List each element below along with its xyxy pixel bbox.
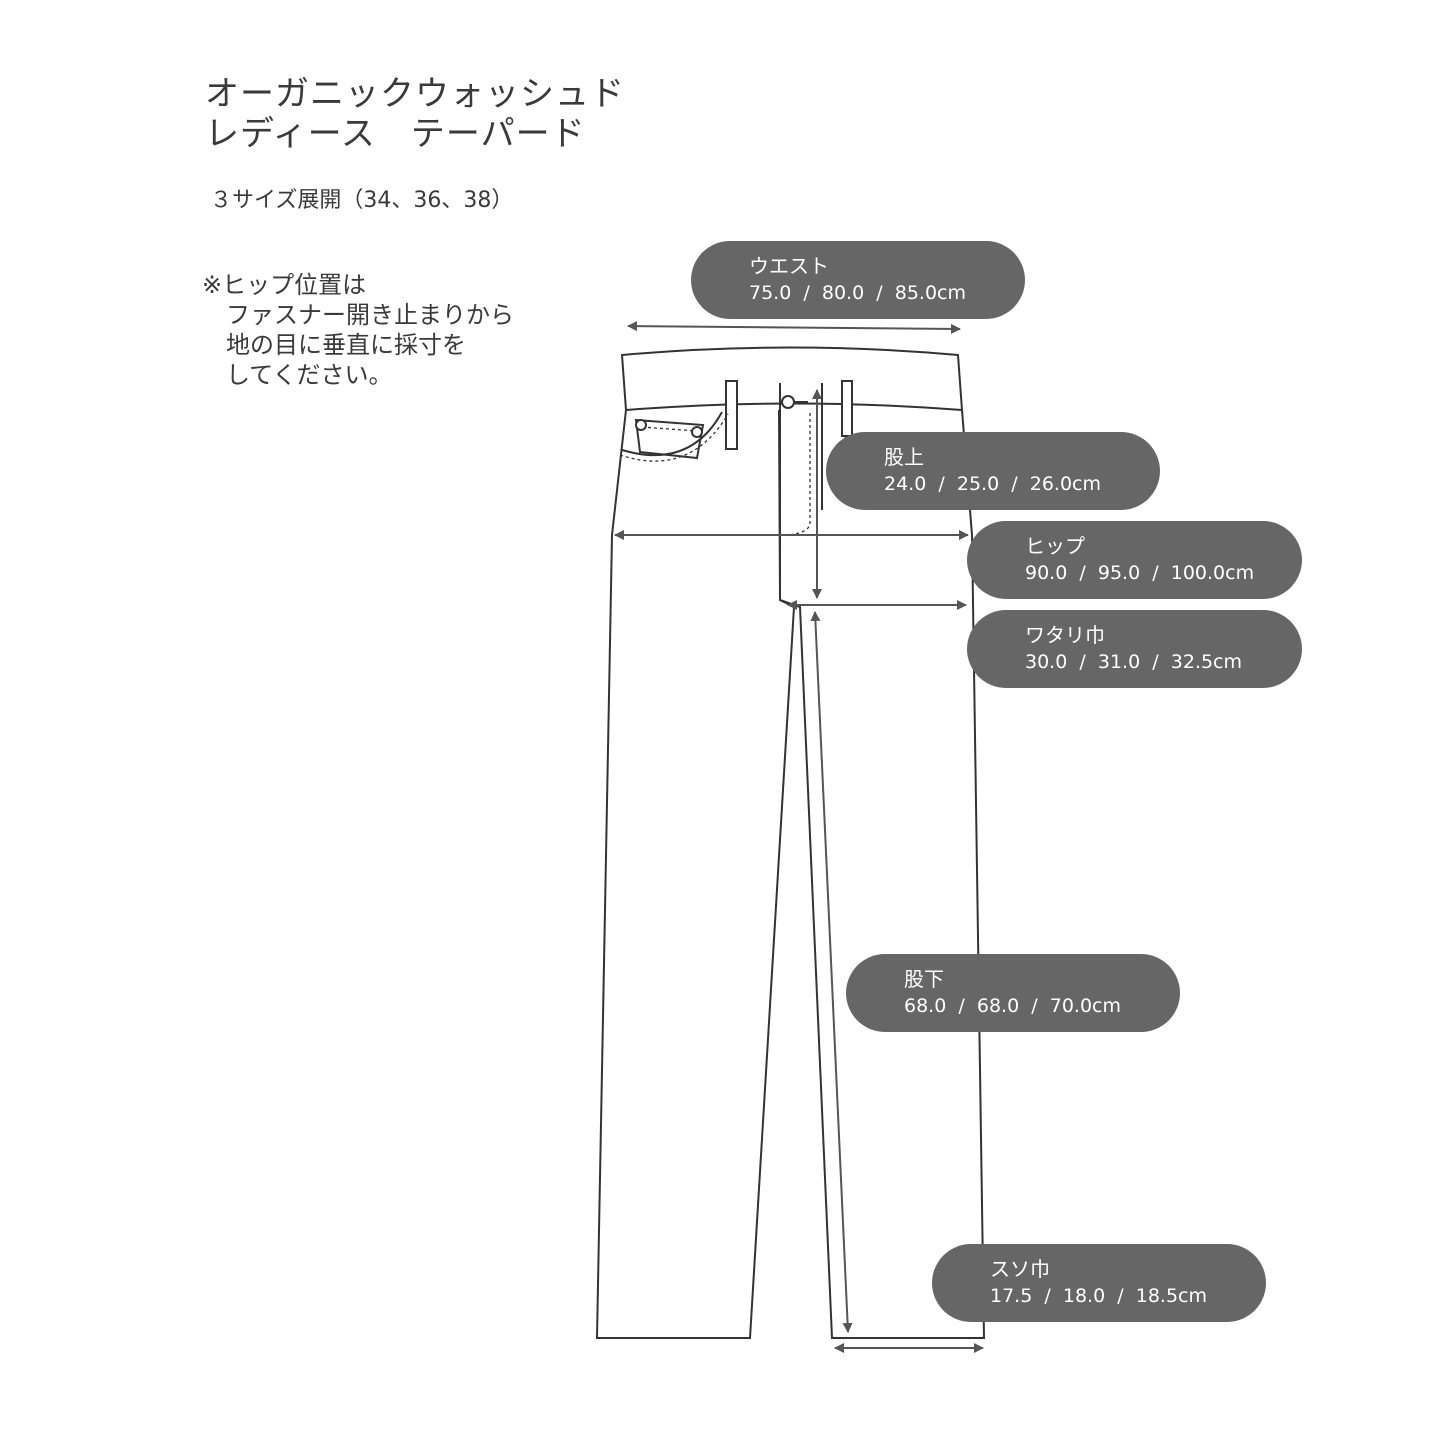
note-line-2: ファスナー開き止まりから [202,301,514,329]
thigh-values: 30.0 / 31.0 / 32.5cm [1025,651,1242,673]
waist-arrow [627,321,961,334]
thigh-label: ワタリ巾 [1025,623,1105,647]
waist-label: ウエスト [749,254,829,278]
left-leg [595,409,796,1339]
hip-label: ヒップ [1025,534,1085,558]
fly-stitch [781,413,811,536]
button [781,395,795,409]
inseam-pill: 股下 68.0 / 68.0 / 70.0cm [846,954,1180,1032]
size-range: ３サイズ展開（34、36、38） [210,188,514,213]
product-title: オーガニックウォッシュド レディース テーパード [205,74,625,154]
measurement-arrows [614,321,984,1353]
belt-loop-right [841,380,853,437]
right-leg [779,409,986,1339]
title-line-2: レディース テーパード [205,114,586,154]
hem-pill: スソ巾 17.5 / 18.0 / 18.5cm [932,1244,1266,1322]
note-line-3: 地の目に垂直に採寸を [202,331,466,359]
hem-label: スソ巾 [990,1257,1050,1281]
title-line-1: オーガニックウォッシュド [205,74,625,114]
front-pocket-left [621,411,723,457]
waist-values: 75.0 / 80.0 / 85.0cm [749,282,966,304]
note-line-1: ※ヒップ位置は [202,271,367,299]
coin-pocket [634,418,705,460]
pants-outline [595,346,986,1339]
inseam-label: 股下 [904,967,944,991]
belt-loop-left [725,380,738,450]
thigh-pill: ワタリ巾 30.0 / 31.0 / 32.5cm [967,610,1302,688]
inseam-values: 68.0 / 68.0 / 70.0cm [904,995,1121,1017]
hem-values: 17.5 / 18.0 / 18.5cm [990,1285,1207,1307]
note-line-4: してください。 [202,361,393,389]
hip-measurement-note: ※ヒップ位置は ファスナー開き止まりから 地の目に垂直に採寸を してください。 [202,270,514,390]
rise-pill: 股上 24.0 / 25.0 / 26.0cm [826,432,1160,510]
inseam-arrow [810,611,853,1333]
hip-pill: ヒップ 90.0 / 95.0 / 100.0cm [967,521,1302,599]
rise-label: 股上 [884,445,924,469]
rise-values: 24.0 / 25.0 / 26.0cm [884,473,1101,495]
waist-pill: ウエスト 75.0 / 80.0 / 85.0cm [691,241,1025,319]
hip-values: 90.0 / 95.0 / 100.0cm [1025,562,1255,584]
